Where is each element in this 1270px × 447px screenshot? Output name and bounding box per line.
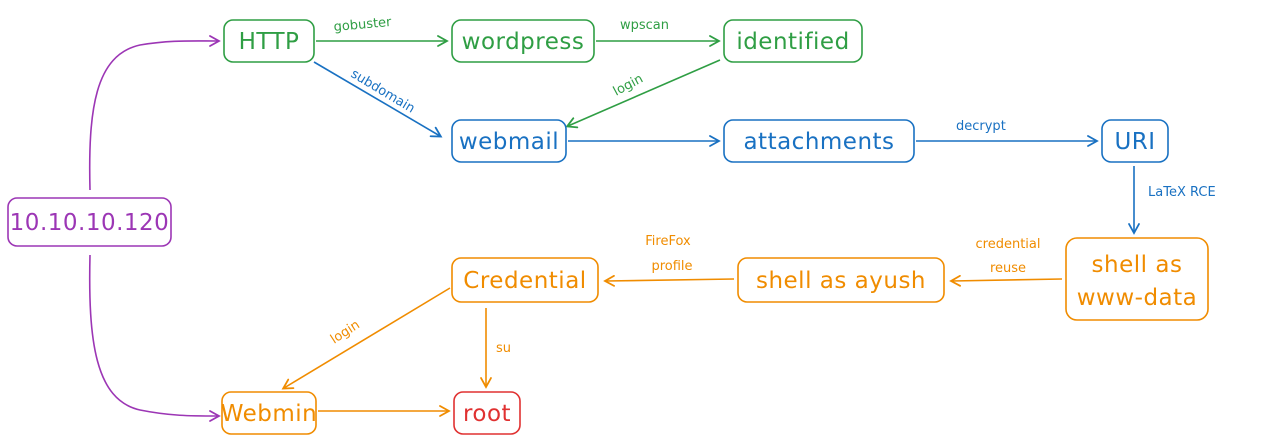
edge-ip-to-webmin [88, 254, 221, 422]
edge-label-credential-reuse-2: reuse [990, 261, 1026, 276]
node-http: HTTP [223, 19, 315, 63]
node-uri-label: URI [1114, 129, 1155, 155]
edge-ayush-to-credential [603, 274, 735, 287]
edge-label-gobuster: gobuster [333, 15, 393, 35]
node-attachments-label: attachments [743, 129, 894, 155]
node-webmail: webmail [451, 119, 567, 163]
edge-label-latex-rce: LaTeX RCE [1148, 185, 1216, 200]
node-webmin-label: Webmin [221, 401, 318, 427]
node-ip: 10.10.10.120 [7, 197, 172, 247]
node-webmin: Webmin [221, 391, 318, 435]
edge-credential-to-webmin [281, 287, 451, 390]
edge-ip-to-http [88, 35, 221, 191]
node-wordpress-label: wordpress [462, 29, 585, 55]
edge-label-firefox-2: profile [651, 259, 692, 274]
node-identified: identified [723, 19, 863, 63]
edge-identified-to-webmail [565, 59, 721, 129]
node-webmail-label: webmail [459, 129, 559, 155]
node-credential: Credential [451, 257, 599, 303]
edge-label-decrypt: decrypt [956, 119, 1006, 134]
node-ip-label: 10.10.10.120 [10, 210, 170, 236]
node-uri: URI [1101, 119, 1169, 163]
node-shell-www-data: shell as www-data [1065, 237, 1209, 321]
node-shell-ayush: shell as ayush [737, 257, 945, 303]
node-wordpress: wordpress [451, 19, 595, 63]
edge-http-to-webmail [313, 61, 443, 138]
node-identified-label: identified [736, 29, 849, 55]
node-root-label: root [463, 401, 511, 427]
node-shell-ayush-label: shell as ayush [756, 268, 926, 294]
edge-label-su: su [496, 341, 511, 356]
node-shell-www-data-line1: shell as [1092, 252, 1183, 278]
node-root: root [453, 391, 521, 435]
edge-www-data-to-ayush [949, 274, 1063, 287]
edge-label-subdomain: subdomain [348, 67, 417, 117]
edge-label-wpscan: wpscan [620, 18, 669, 33]
edge-label-credential-reuse-1: credential [976, 237, 1041, 252]
node-http-label: HTTP [239, 29, 300, 55]
edge-label-firefox-1: FireFox [645, 234, 691, 249]
node-attachments: attachments [723, 119, 915, 163]
node-credential-label: Credential [463, 268, 586, 294]
node-shell-www-data-line2: www-data [1077, 285, 1198, 311]
